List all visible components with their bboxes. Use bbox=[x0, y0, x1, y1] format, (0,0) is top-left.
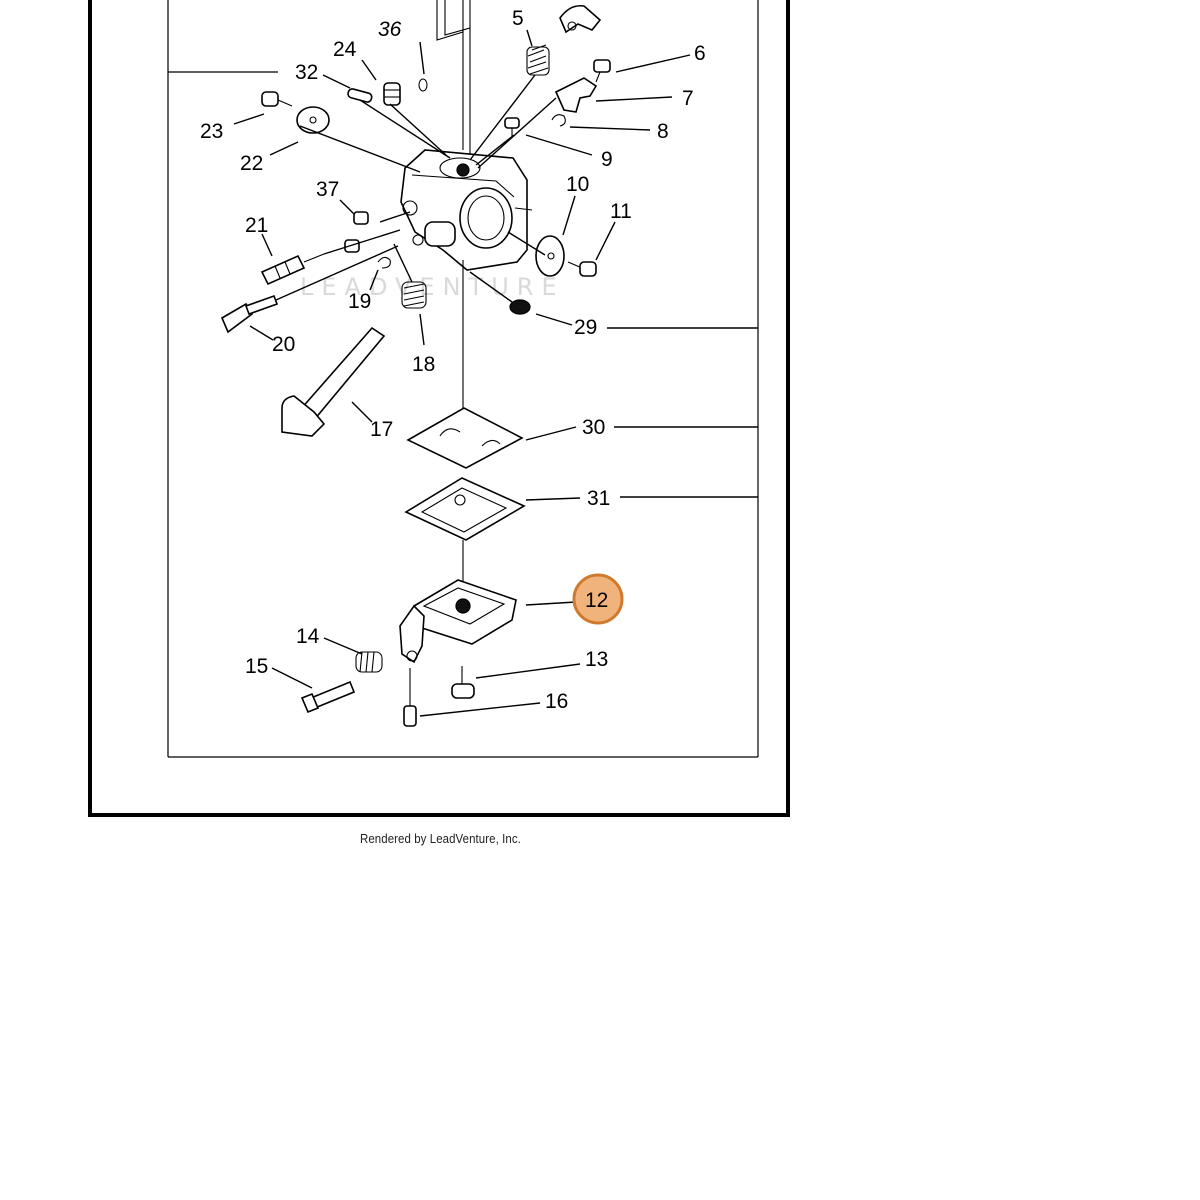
callout-10[interactable]: 10 bbox=[566, 173, 589, 196]
part-19-clip bbox=[377, 256, 391, 269]
callout-14[interactable]: 14 bbox=[296, 625, 320, 648]
callout-19[interactable]: 19 bbox=[348, 290, 371, 313]
footer-credit: Rendered by LeadVenture, Inc. bbox=[360, 831, 521, 846]
part-8-clip bbox=[551, 114, 566, 127]
part-7-lever bbox=[554, 77, 598, 113]
part-16-plug bbox=[403, 668, 417, 727]
part-11-screw bbox=[567, 261, 597, 277]
callout-11[interactable]: 11 bbox=[610, 200, 632, 223]
part-29-filter bbox=[509, 299, 531, 315]
part-17-shaft bbox=[281, 326, 386, 437]
highlight-marker[interactable] bbox=[572, 573, 624, 625]
callout-37[interactable]: 37 bbox=[316, 178, 339, 201]
part-9-screw bbox=[504, 117, 520, 138]
callout-12[interactable]: 12 bbox=[585, 589, 608, 612]
callout-9[interactable]: 9 bbox=[601, 148, 613, 171]
callout-36[interactable]: 36 bbox=[378, 18, 402, 41]
callout-18[interactable]: 18 bbox=[412, 353, 435, 376]
callout-30[interactable]: 30 bbox=[582, 416, 605, 439]
callout-32[interactable]: 32 bbox=[295, 61, 318, 84]
watermark: LEADVENTURE bbox=[300, 273, 565, 301]
callout-23[interactable]: 23 bbox=[200, 120, 223, 143]
outer-frame bbox=[88, 0, 790, 817]
callout-16[interactable]: 16 bbox=[545, 690, 568, 713]
callout-5[interactable]: 5 bbox=[512, 7, 524, 30]
part-24-sleeve bbox=[383, 82, 401, 106]
callout-24[interactable]: 24 bbox=[333, 38, 357, 61]
callout-20[interactable]: 20 bbox=[272, 333, 295, 356]
part-14-spring bbox=[355, 651, 383, 673]
part-30-gasket bbox=[406, 407, 524, 469]
callout-31[interactable]: 31 bbox=[587, 487, 610, 510]
part-22-plate bbox=[296, 106, 330, 134]
callout-29[interactable]: 29 bbox=[574, 316, 597, 339]
inner-frame bbox=[167, 0, 759, 758]
callout-13[interactable]: 13 bbox=[585, 648, 608, 671]
part-31-diaphragm bbox=[404, 477, 526, 541]
part-20-needle bbox=[220, 294, 279, 334]
part-10-plate bbox=[535, 235, 565, 277]
callout-labels: 5 6 7 8 9 10 11 12 13 14 15 16 17 18 19 … bbox=[200, 7, 706, 713]
carburetor-body bbox=[400, 149, 533, 271]
callout-22[interactable]: 22 bbox=[240, 152, 263, 175]
part-lever-top bbox=[559, 4, 602, 34]
part-18-spring bbox=[401, 281, 427, 309]
part-5-spring bbox=[526, 44, 550, 76]
callout-8[interactable]: 8 bbox=[657, 120, 669, 143]
callout-17[interactable]: 17 bbox=[370, 418, 393, 441]
callout-6[interactable]: 6 bbox=[694, 42, 706, 65]
callout-21[interactable]: 21 bbox=[245, 214, 268, 237]
part-32-pin bbox=[347, 88, 373, 103]
callout-7[interactable]: 7 bbox=[682, 87, 694, 110]
part-13-screw bbox=[451, 666, 475, 699]
part-23-screw bbox=[261, 91, 293, 107]
part-15-screw bbox=[300, 680, 356, 714]
leader-lines bbox=[233, 29, 758, 717]
part-21-needle bbox=[260, 253, 325, 286]
callout-15[interactable]: 15 bbox=[245, 655, 268, 678]
part-6-screw bbox=[593, 59, 611, 83]
part-36-o-ring bbox=[418, 78, 428, 92]
part-37-jets bbox=[344, 211, 369, 253]
throttle-cable-lines bbox=[436, 0, 471, 155]
part-12-pump-cover bbox=[399, 579, 517, 664]
